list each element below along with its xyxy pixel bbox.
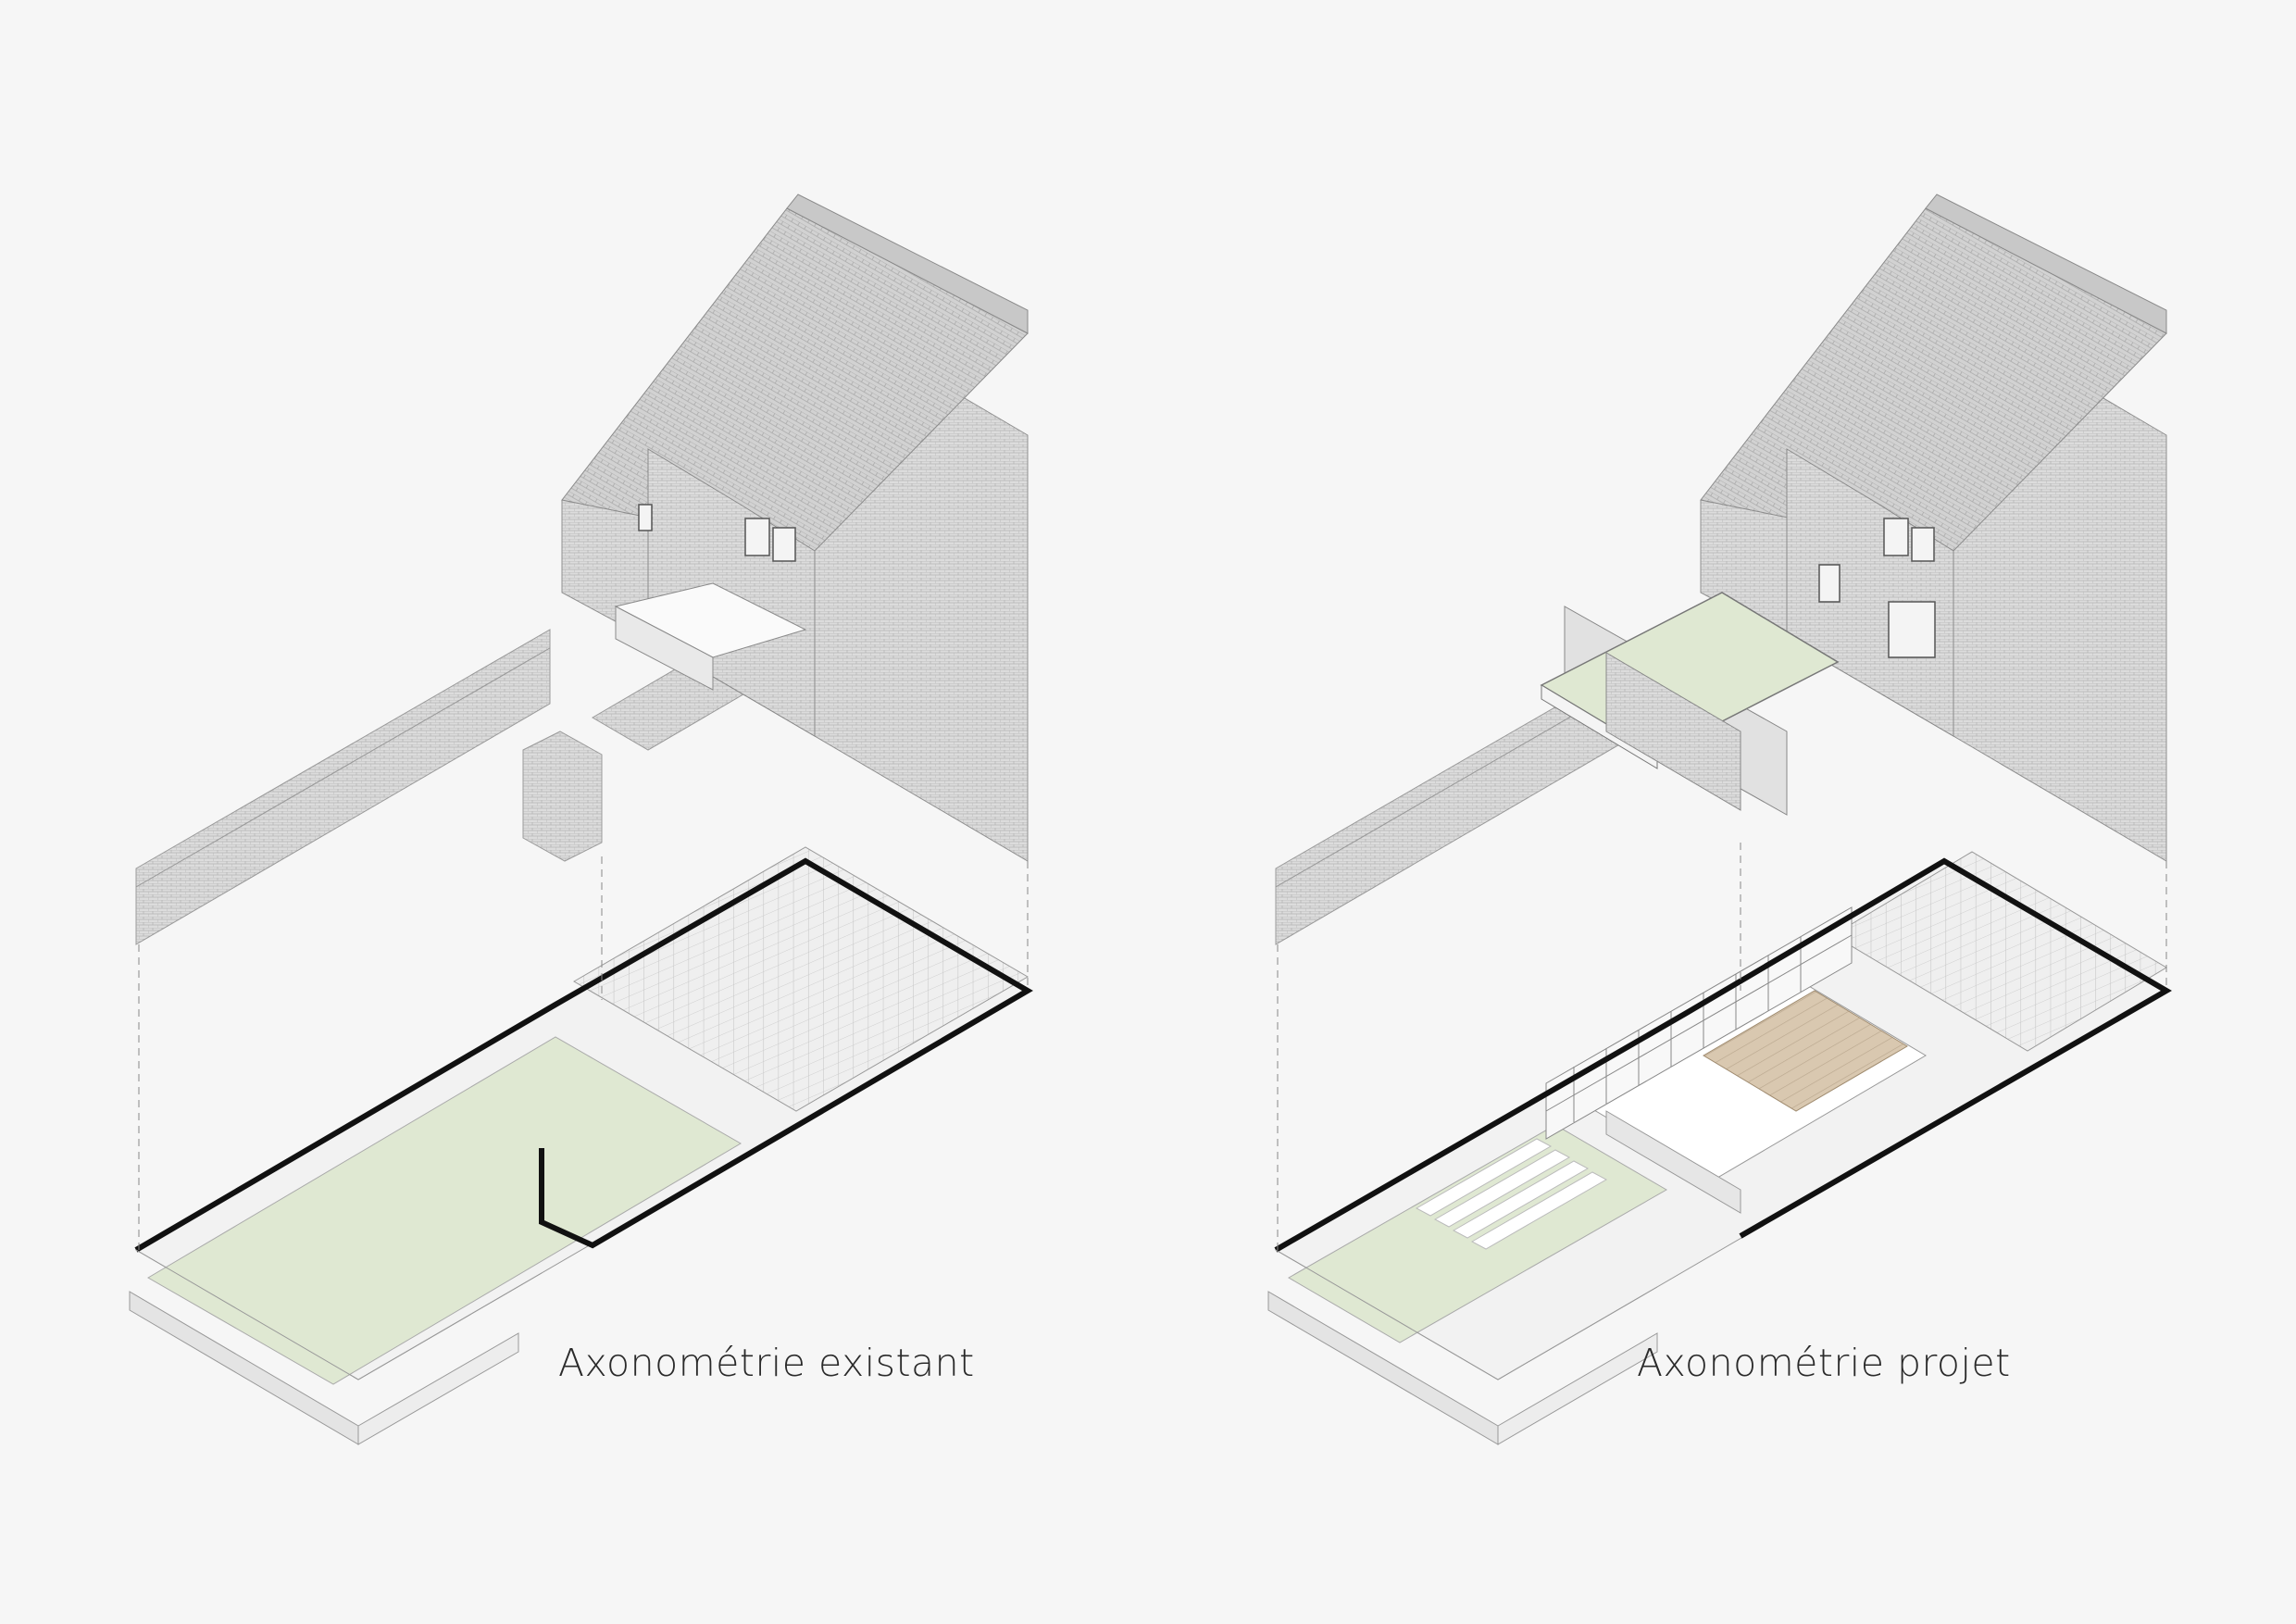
existing-axonometry: [129, 194, 1033, 1445]
caption-project: Axonométrie projet: [1637, 1341, 2011, 1385]
slab-edge-project-2: [1497, 1332, 1658, 1445]
house-roof-ridge: [1925, 194, 2167, 334]
windows-existing: [638, 504, 796, 562]
garden-paving-stripes: [1415, 1138, 1608, 1250]
veranda-front: [615, 606, 714, 691]
slab-edge-existing-2: [357, 1332, 519, 1445]
house-roof-ridge: [786, 194, 1029, 334]
plan-outline-existing-2: [135, 1249, 543, 1380]
extension-wood-cladding: [1605, 652, 1741, 811]
house-floor-tiles: [573, 846, 1029, 1112]
plan-outline-project: [1274, 857, 2172, 1253]
garden-lawn: [1288, 1124, 1667, 1343]
plan-outline-existing: [134, 857, 1033, 1253]
bookshelf-wall: [1545, 906, 1853, 1140]
garden-wall-left-face: [135, 647, 551, 945]
projection-lines-project: [1277, 843, 2167, 1250]
garden-wall-left: [135, 629, 551, 888]
projection-lines-existing: [138, 856, 1029, 1250]
plan-outline-project-2: [1275, 1249, 1658, 1380]
caption-existing: Axonométrie existant: [558, 1341, 975, 1385]
wood-deck: [1703, 990, 1908, 1112]
short-wall-block: [522, 731, 603, 862]
extension-lower-volume: [1605, 1110, 1741, 1214]
rear-facade: [1786, 448, 1954, 737]
project-axonometry: [1267, 194, 2172, 1445]
windows-project: [1818, 518, 1936, 658]
garden-lawn: [147, 1036, 742, 1385]
